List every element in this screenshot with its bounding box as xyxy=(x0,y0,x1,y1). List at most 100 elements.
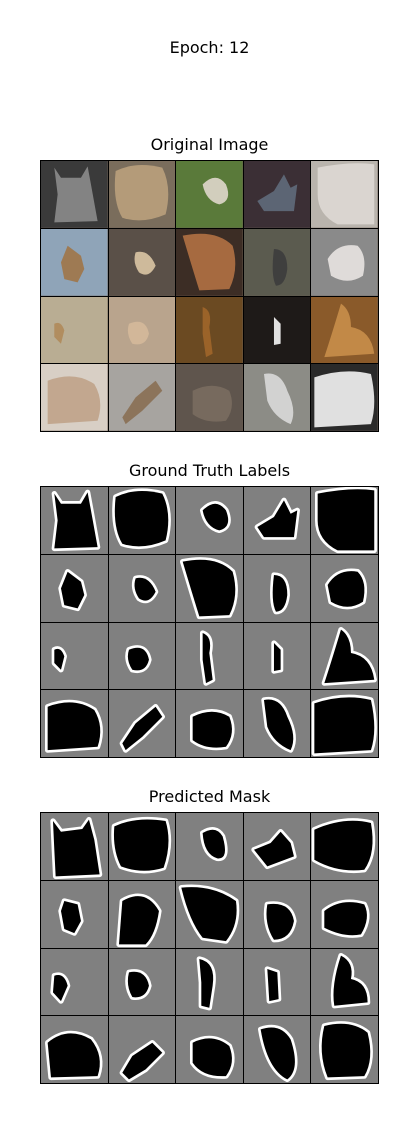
pet-photo xyxy=(41,228,108,296)
photo-tile xyxy=(41,228,108,296)
ground-truth-tile xyxy=(311,622,378,690)
predicted-tile xyxy=(311,1016,378,1083)
predicted-tile xyxy=(108,880,176,948)
pet-photo xyxy=(243,161,311,228)
ground-truth-silhouette xyxy=(261,697,296,753)
photo-tile xyxy=(41,161,108,228)
ground-truth-tile xyxy=(41,622,108,690)
predicted-silhouette xyxy=(124,968,152,1000)
ground-truth-tile xyxy=(108,554,176,622)
pet-photo xyxy=(41,296,108,364)
predicted-silhouette xyxy=(319,1021,374,1081)
pet-photo xyxy=(311,296,378,364)
ground-truth-tile xyxy=(176,554,243,622)
predicted-tile xyxy=(311,813,378,880)
ground-truth-tile xyxy=(311,487,378,554)
photo-tile xyxy=(108,161,176,228)
predicted-tile xyxy=(176,813,243,880)
ground-truth-title: Ground Truth Labels xyxy=(128,461,291,480)
photo-tile xyxy=(311,296,378,364)
ground-truth-silhouette xyxy=(254,497,300,540)
pet-photo xyxy=(311,228,378,296)
pet-photo xyxy=(41,364,108,431)
ground-truth-tile xyxy=(108,487,176,554)
ground-truth-silhouette xyxy=(124,644,152,673)
ground-truth-silhouette xyxy=(111,488,171,550)
predicted-tile xyxy=(311,948,378,1016)
photo-tile xyxy=(243,364,311,431)
predicted-tile xyxy=(41,880,108,948)
ground-truth-silhouette xyxy=(44,700,103,753)
photo-tile xyxy=(243,161,311,228)
ground-truth-tile xyxy=(41,487,108,554)
original-image-grid xyxy=(40,160,379,432)
photo-tile xyxy=(108,296,176,364)
photo-tile xyxy=(243,228,311,296)
ground-truth-tile xyxy=(41,690,108,757)
ground-truth-silhouette xyxy=(180,556,239,619)
predicted-silhouette xyxy=(178,884,240,944)
photo-tile xyxy=(311,228,378,296)
ground-truth-tile xyxy=(243,690,311,757)
photo-tile xyxy=(176,228,243,296)
ground-truth-silhouette xyxy=(58,568,87,611)
predicted-silhouette xyxy=(115,893,162,947)
predicted-tile xyxy=(243,948,311,1016)
predicted-tile xyxy=(311,880,378,948)
predicted-silhouette xyxy=(200,827,228,862)
pet-photo xyxy=(176,296,243,364)
epoch-label: Epoch: 12 xyxy=(169,38,250,57)
predicted-silhouette xyxy=(312,818,376,874)
predicted-mask-grid xyxy=(40,812,379,1084)
ground-truth-tile xyxy=(108,690,176,757)
photo-tile xyxy=(176,364,243,431)
predicted-silhouette xyxy=(196,955,217,1010)
pet-photo xyxy=(108,161,176,228)
photo-tile xyxy=(176,161,243,228)
ground-truth-silhouette xyxy=(322,626,378,686)
ground-truth-tile xyxy=(311,554,378,622)
ground-truth-silhouette xyxy=(200,629,216,686)
photo-tile xyxy=(176,296,243,364)
ground-truth-silhouette xyxy=(51,645,67,672)
ground-truth-panel: Ground Truth Labels xyxy=(40,461,379,758)
predicted-tile xyxy=(41,948,108,1016)
ground-truth-tile xyxy=(311,690,378,757)
predicted-tile xyxy=(41,1016,108,1083)
pet-photo xyxy=(311,161,378,228)
photo-tile xyxy=(311,364,378,431)
ground-truth-tile xyxy=(176,487,243,554)
ground-truth-tile xyxy=(243,554,311,622)
predicted-tile xyxy=(176,1016,243,1083)
predicted-silhouette xyxy=(263,900,297,943)
ground-truth-grid xyxy=(40,486,379,758)
predicted-tile xyxy=(176,880,243,948)
ground-truth-silhouette xyxy=(119,704,165,753)
ground-truth-silhouette xyxy=(312,694,378,757)
ground-truth-tile xyxy=(243,487,311,554)
ground-truth-tile xyxy=(176,690,243,757)
pet-photo xyxy=(108,296,176,364)
ground-truth-silhouette xyxy=(315,487,378,554)
predicted-silhouette xyxy=(119,1040,165,1083)
predicted-silhouette xyxy=(50,971,71,1004)
predicted-tile xyxy=(243,1016,311,1083)
ground-truth-tile xyxy=(41,554,108,622)
predicted-tile xyxy=(41,813,108,880)
photo-tile xyxy=(41,364,108,431)
original-image-panel: Original Image xyxy=(40,135,379,432)
pet-photo xyxy=(108,364,176,431)
pet-photo xyxy=(41,161,108,228)
predicted-silhouette xyxy=(251,829,297,870)
predicted-tile xyxy=(176,948,243,1016)
pet-photo xyxy=(243,296,311,364)
predicted-tile xyxy=(243,880,311,948)
ground-truth-silhouette xyxy=(269,572,290,615)
ground-truth-silhouette xyxy=(190,709,235,751)
ground-truth-silhouette xyxy=(200,501,231,534)
predicted-mask-panel: Predicted Mask xyxy=(40,787,379,1084)
ground-truth-silhouette xyxy=(325,568,368,610)
ground-truth-tile xyxy=(243,622,311,690)
pet-photo xyxy=(176,364,243,431)
photo-tile xyxy=(243,296,311,364)
